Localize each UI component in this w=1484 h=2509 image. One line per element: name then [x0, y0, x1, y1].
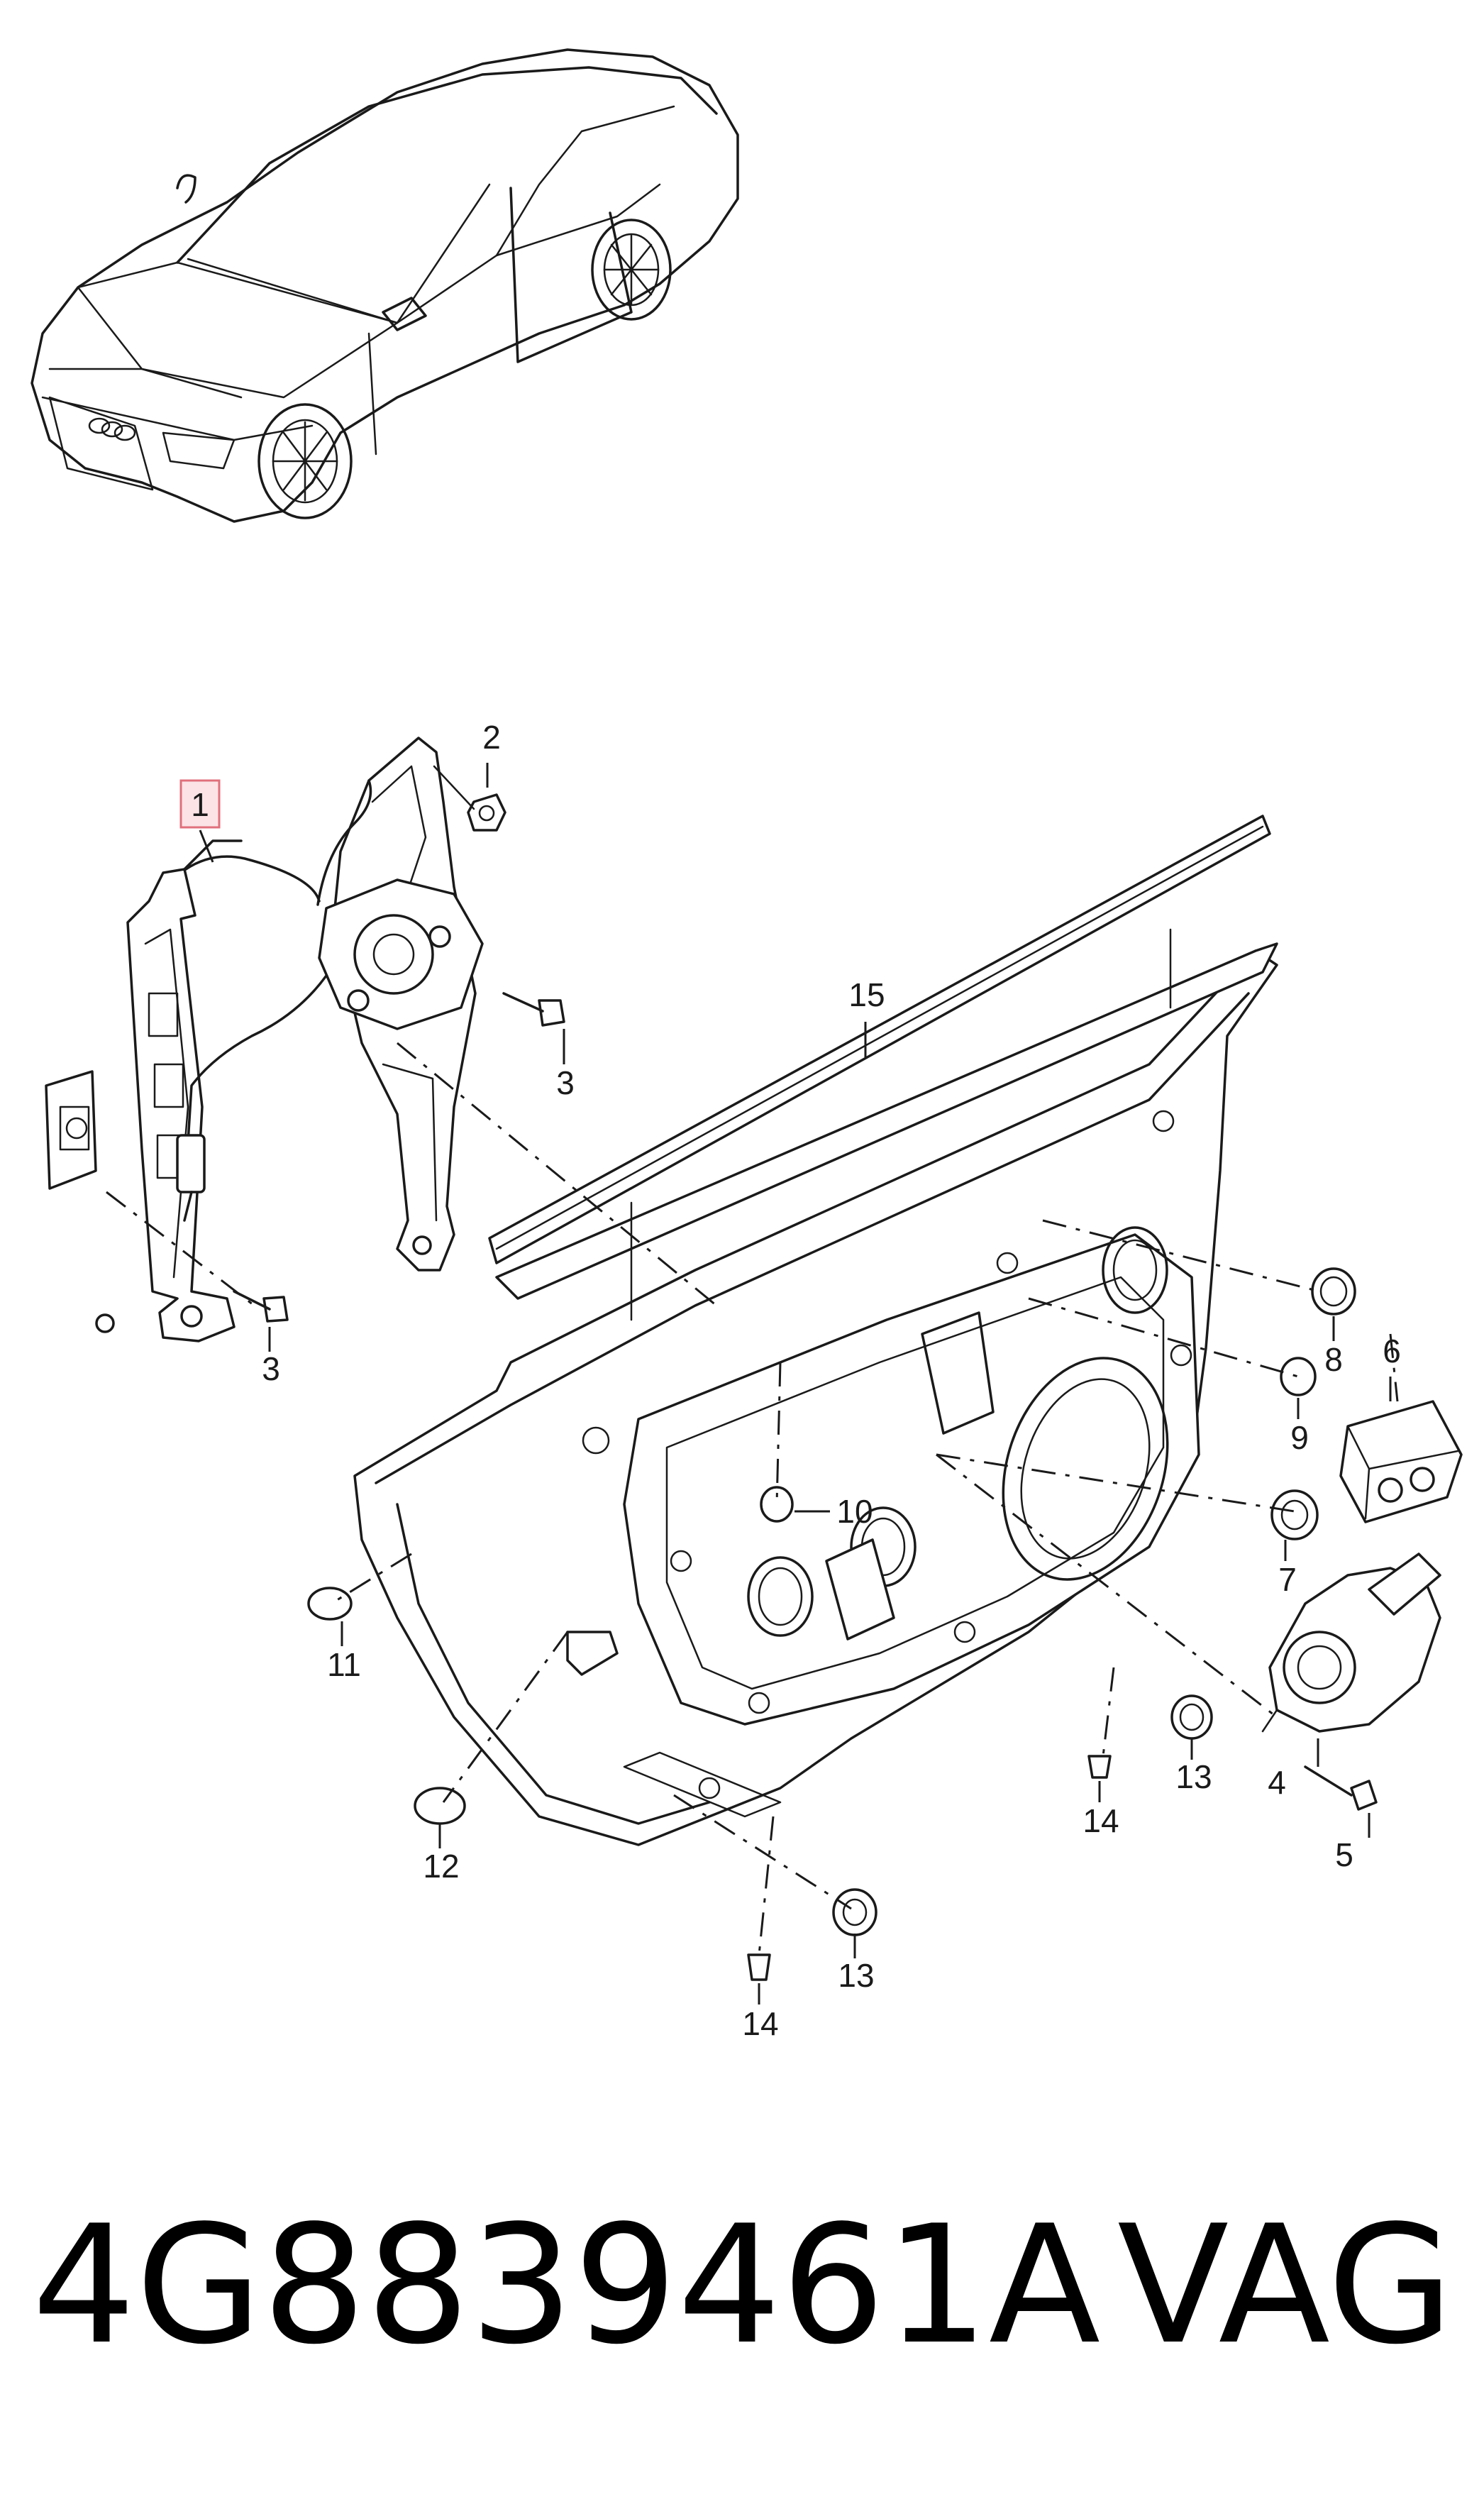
door-inner-panel [353, 815, 1278, 1846]
callout-7: 7 [1278, 1561, 1297, 1598]
callout-14-bottom: 14 [742, 2005, 778, 2042]
callout-labels: 1 2 3 3 15 6 8 9 10 7 11 4 5 13 14 12 13… [179, 719, 1401, 2042]
callout-13-bottom: 13 [838, 1957, 874, 1994]
control-unit-part [1339, 1400, 1463, 1523]
assembly-lines [106, 1042, 1399, 1956]
callout-3-lower: 3 [262, 1350, 280, 1387]
callout-3-upper: 3 [556, 1064, 575, 1101]
callout-5: 5 [1335, 1836, 1353, 1873]
callout-12: 12 [423, 1848, 459, 1885]
callout-11: 11 [327, 1646, 361, 1683]
leader-lines [199, 763, 1392, 2005]
callout-8: 8 [1324, 1341, 1343, 1378]
window-motor-part [1261, 1553, 1441, 1733]
callout-9: 9 [1290, 1419, 1309, 1456]
callout-1: 1 [191, 786, 209, 823]
part-number: 4G8839461A [32, 2191, 1100, 2381]
fasteners [233, 765, 1378, 1981]
callout-13-right: 13 [1175, 1758, 1212, 1795]
callout-6: 6 [1383, 1333, 1401, 1369]
callout-1-highlight [179, 779, 221, 829]
window-regulator-assembly [45, 737, 484, 1342]
callout-2: 2 [482, 719, 501, 756]
footer: 4G8839461A VAG [32, 2191, 1453, 2381]
callout-14-right: 14 [1082, 1802, 1119, 1839]
brand-label: VAG [1117, 2191, 1453, 2381]
callout-15: 15 [848, 976, 885, 1013]
car-overview-illustration [31, 48, 739, 523]
callout-4: 4 [1268, 1764, 1286, 1801]
callout-10: 10 [836, 1493, 873, 1530]
